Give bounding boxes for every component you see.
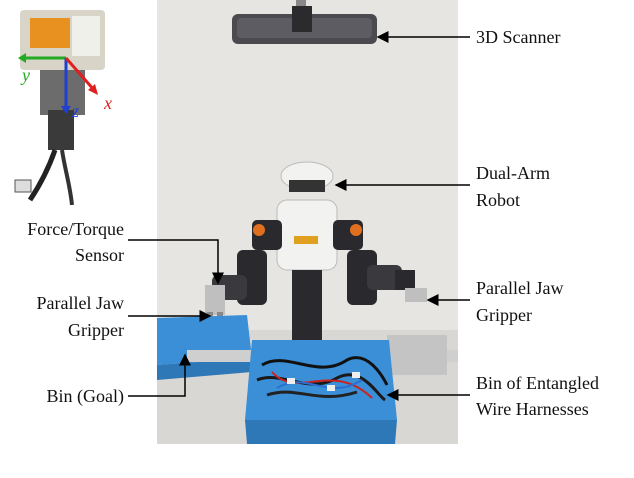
label-dual-arm-line2: Robot xyxy=(476,190,521,210)
label-gripper-right-line1: Parallel Jaw xyxy=(476,278,564,298)
label-force-torque-line2: Sensor xyxy=(75,245,124,265)
gripper-inset-graphic xyxy=(0,0,126,205)
force-torque-arrow xyxy=(128,239,224,285)
label-gripper-right-line2: Gripper xyxy=(476,305,532,325)
robot-photo xyxy=(157,0,458,444)
bin-goal-arrow xyxy=(128,353,191,397)
robot-scene xyxy=(157,0,458,444)
label-dual-arm-line1: Dual-Arm xyxy=(476,163,550,183)
label-bin-entangled-line2: Wire Harnesses xyxy=(476,399,589,419)
gripper-inset-photo: y z x xyxy=(0,0,126,205)
axis-z-label: z xyxy=(72,101,80,121)
label-3d-scanner: 3D Scanner xyxy=(476,27,561,47)
label-bin-goal: Bin (Goal) xyxy=(46,386,124,406)
scanner-graphic xyxy=(232,0,377,44)
label-gripper-left-line1: Parallel Jaw xyxy=(36,293,124,313)
label-bin-entangled-line1: Bin of Entangled xyxy=(476,373,599,393)
axis-x-label: x xyxy=(104,93,112,113)
label-force-torque-line1: Force/Torque xyxy=(27,219,124,239)
axis-y-label: y xyxy=(22,65,30,85)
label-gripper-left-line2: Gripper xyxy=(68,320,124,340)
